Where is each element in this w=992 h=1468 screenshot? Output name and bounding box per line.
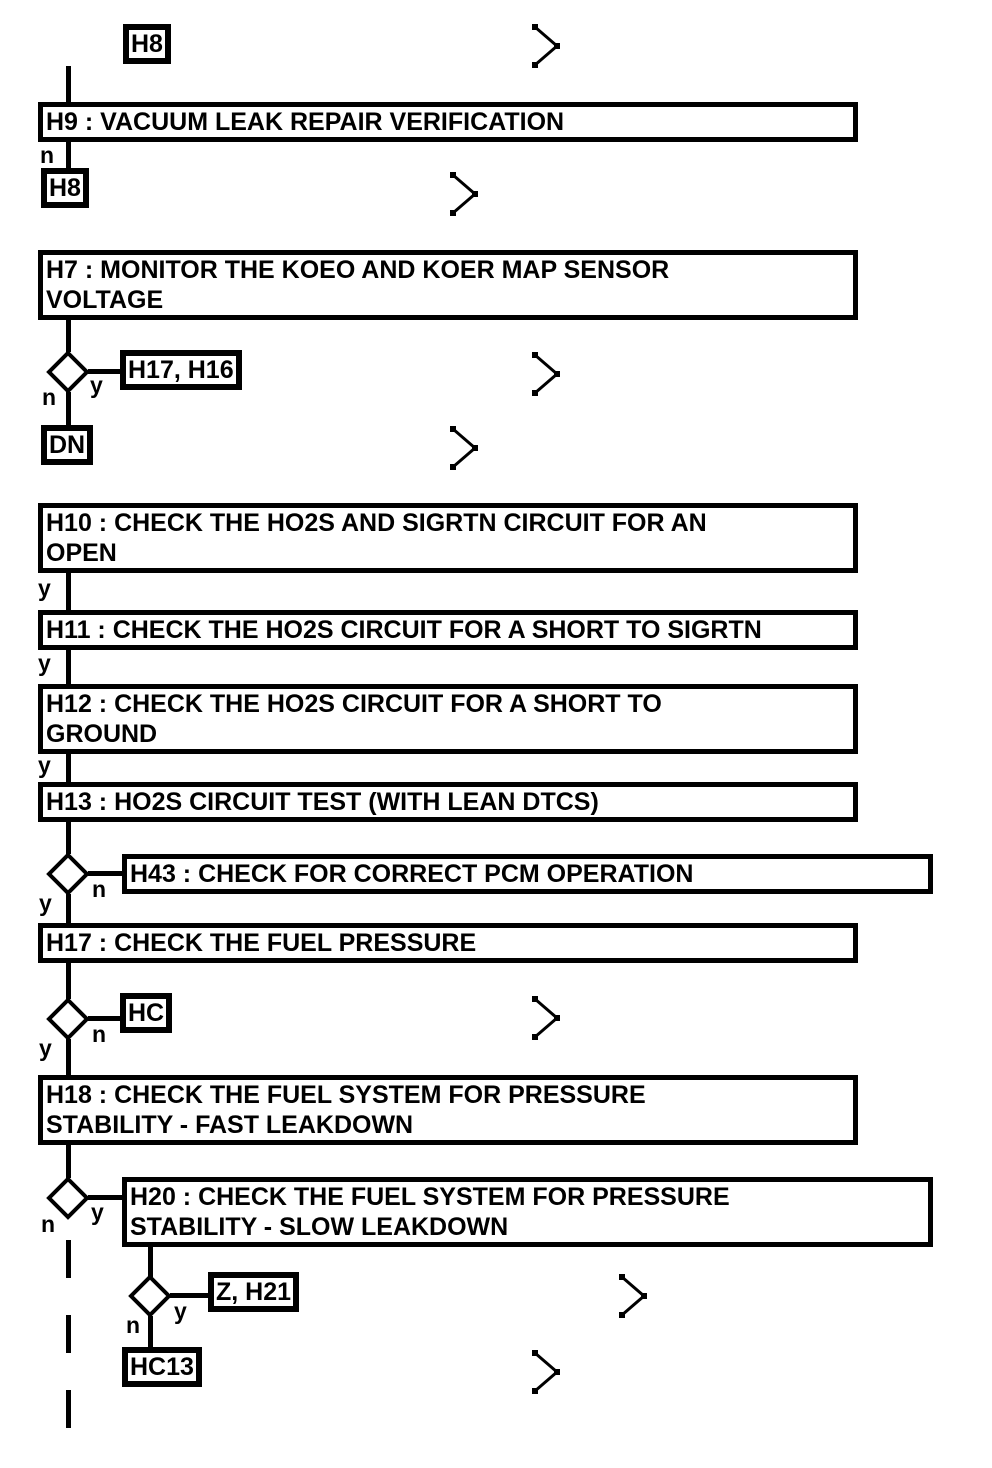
- branch-label-n: n: [41, 1211, 56, 1237]
- chevron-right-icon: [532, 996, 560, 1040]
- connector-line: [66, 66, 71, 102]
- step-box-h10: H10 : CHECK THE HO2S AND SIGRTN CIRCUIT …: [38, 503, 858, 573]
- decision-diamond: [46, 1176, 90, 1220]
- step-box-h12: H12 : CHECK THE HO2S CIRCUIT FOR A SHORT…: [38, 684, 858, 754]
- branch-label-y: y: [174, 1298, 187, 1324]
- connector-line: [88, 1016, 122, 1021]
- branch-label-y: y: [39, 890, 52, 916]
- connector-line: [66, 1039, 71, 1075]
- connector-box-h8-return: H8: [41, 168, 89, 208]
- step-box-h18: H18 : CHECK THE FUEL SYSTEM FOR PRESSURE…: [38, 1075, 858, 1145]
- chevron-right-icon: [450, 172, 478, 216]
- step-box-h7: H7 : MONITOR THE KOEO AND KOER MAP SENSO…: [38, 250, 858, 320]
- connector-line: [66, 754, 71, 782]
- connector-line: [66, 320, 71, 352]
- connector-line: [66, 1145, 71, 1178]
- connector-line: [66, 963, 71, 999]
- branch-label-y: y: [38, 650, 51, 676]
- branch-label-n: n: [92, 1021, 107, 1047]
- connector-line: [88, 1195, 122, 1200]
- step-box-h20: H20 : CHECK THE FUEL SYSTEM FOR PRESSURE…: [122, 1177, 933, 1247]
- connector-line: [88, 871, 122, 876]
- step-box-h17: H17 : CHECK THE FUEL PRESSURE: [38, 923, 858, 963]
- chevron-right-icon: [450, 426, 478, 470]
- connector-line: [88, 369, 122, 374]
- connector-box-h8-top: H8: [123, 24, 171, 64]
- chevron-right-icon: [532, 24, 560, 68]
- result-box-hc13: HC13: [122, 1347, 202, 1387]
- connector-line: [66, 573, 71, 610]
- branch-label-y: y: [90, 372, 103, 398]
- connector-line: [148, 1247, 153, 1277]
- branch-label-n: n: [126, 1312, 141, 1338]
- step-box-h43: H43 : CHECK FOR CORRECT PCM OPERATION: [122, 854, 933, 894]
- connector-line: [170, 1293, 210, 1298]
- result-box-dn: DN: [41, 425, 94, 465]
- branch-label-n: n: [42, 384, 57, 410]
- step-box-h11: H11 : CHECK THE HO2S CIRCUIT FOR A SHORT…: [38, 610, 858, 650]
- step-box-h13: H13 : HO2S CIRCUIT TEST (WITH LEAN DTCS): [38, 782, 858, 822]
- step-box-h9: H9 : VACUUM LEAK REPAIR VERIFICATION: [38, 102, 858, 142]
- branch-label-y: y: [91, 1199, 104, 1225]
- decision-diamond: [128, 1274, 172, 1318]
- branch-label-n: n: [92, 876, 107, 902]
- connector-line: [66, 142, 71, 168]
- decision-diamond: [46, 997, 90, 1041]
- chevron-right-icon: [532, 1350, 560, 1394]
- connector-line: [66, 894, 71, 923]
- connector-line: [66, 822, 71, 854]
- result-box-z-h21: Z, H21: [208, 1272, 300, 1312]
- connector-line: [148, 1316, 153, 1347]
- decision-diamond: [46, 350, 90, 394]
- chevron-right-icon: [532, 352, 560, 396]
- connector-line: [66, 650, 71, 684]
- decision-diamond: [46, 852, 90, 896]
- branch-label-y: y: [38, 752, 51, 778]
- result-box-h17-h16: H17, H16: [120, 350, 242, 390]
- connector-line: [66, 392, 71, 425]
- branch-label-y: y: [39, 1035, 52, 1061]
- chevron-right-icon: [619, 1274, 647, 1318]
- branch-label-y: y: [38, 575, 51, 601]
- branch-label-n: n: [40, 142, 55, 168]
- result-box-hc: HC: [120, 993, 173, 1033]
